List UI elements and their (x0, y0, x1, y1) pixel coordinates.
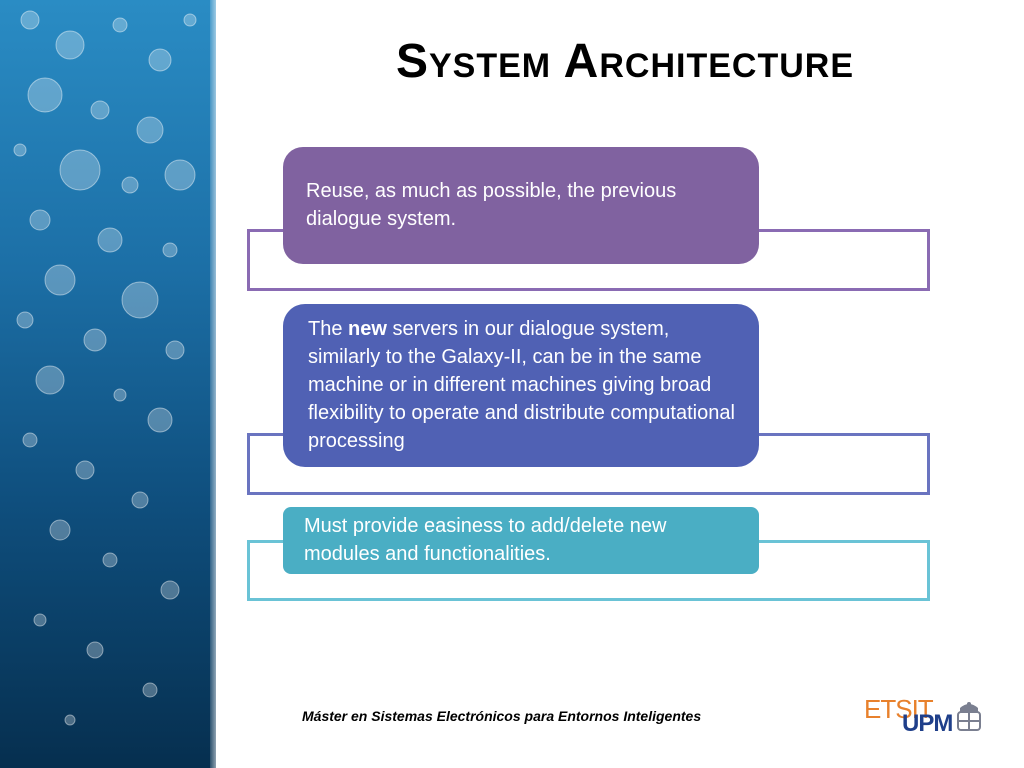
architecture-card-modules: Must provide easiness to add/delete new … (283, 507, 759, 574)
bubbles-decoration (13, 10, 197, 726)
footer-program-name: Máster en Sistemas Electrónicos para Ent… (302, 708, 702, 724)
card-text: Reuse, as much as possible, the previous… (306, 180, 677, 230)
etsit-upm-logo: ETSIT UPM (864, 694, 988, 744)
side-edge-highlight (210, 0, 216, 768)
slide-title: System Architecture (395, 35, 855, 88)
card-text-end: servers in our dialogue system, similarl… (308, 318, 735, 452)
logo-etsit-text: ETSIT (864, 694, 934, 724)
card-text-start: The (308, 318, 349, 340)
card-text-bold: new (348, 318, 387, 340)
architecture-card-reuse: Reuse, as much as possible, the previous… (283, 147, 759, 264)
water-bubbles-image (0, 0, 216, 768)
card-text: Must provide easiness to add/delete new … (304, 515, 667, 565)
crest-icon (957, 702, 981, 731)
logo-upm-text: UPM (902, 710, 953, 737)
architecture-card-servers: The new servers in our dialogue system, … (283, 304, 759, 467)
